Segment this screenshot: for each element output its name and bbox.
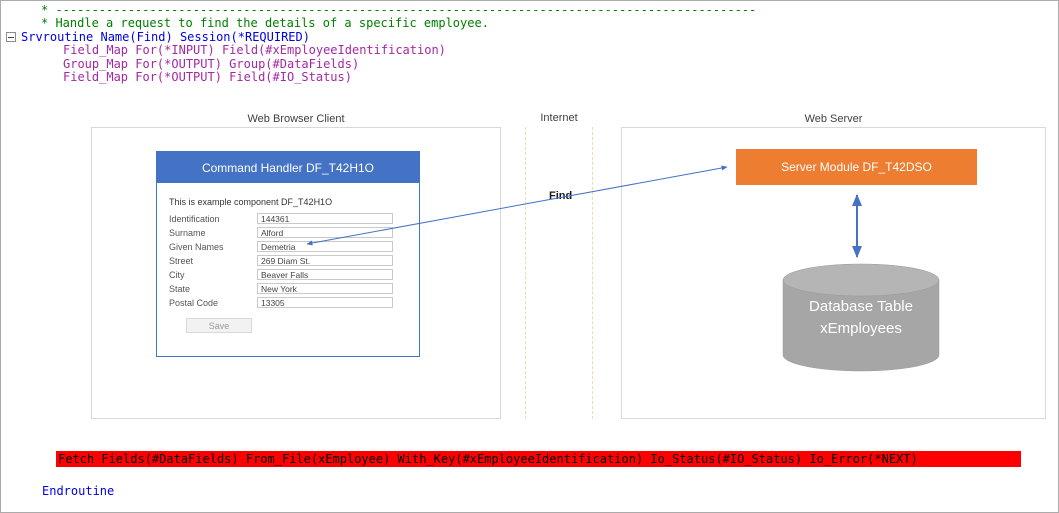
database-cylinder bbox=[782, 263, 940, 373]
form-row-postal-code: Postal Code 13305 bbox=[169, 297, 407, 308]
field-input: Alford bbox=[257, 227, 393, 238]
field-label: Given Names bbox=[169, 241, 224, 252]
code-block: * --------------------------------------… bbox=[1, 3, 1058, 84]
code-srvroutine: Srvroutine Name(Find) Session(*REQUIRED) bbox=[21, 29, 310, 44]
command-handler-header: Command Handler DF_T42H1O bbox=[157, 152, 419, 183]
command-handler-card: Command Handler DF_T42H1O This is exampl… bbox=[156, 151, 420, 357]
form-row-identification: Identification 144361 bbox=[169, 213, 407, 224]
database-label-line2: xEmployees bbox=[820, 320, 902, 337]
internet-title: Internet bbox=[536, 112, 582, 124]
field-label: Postal Code bbox=[169, 297, 219, 308]
form-row-surname: Surname Alford bbox=[169, 227, 407, 238]
find-arrow-label: Find bbox=[549, 190, 573, 202]
field-input: Demetria bbox=[257, 241, 393, 252]
code-group-map-output: Group_Map For(*OUTPUT) Group(#DataFields… bbox=[63, 56, 360, 71]
code-comment-text: * Handle a request to find the details o… bbox=[41, 16, 489, 31]
field-input: 269 Diam St. bbox=[257, 255, 393, 266]
fold-collapse-icon[interactable] bbox=[6, 32, 16, 42]
command-handler-description: This is example component DF_T42H1O bbox=[169, 197, 333, 207]
form-row-state: State New York bbox=[169, 283, 407, 294]
save-button: Save bbox=[186, 318, 252, 333]
field-input: New York bbox=[257, 283, 393, 294]
field-label: Street bbox=[169, 255, 194, 266]
web-browser-client-title: Web Browser Client bbox=[241, 113, 351, 125]
server-module-box: Server Module DF_T42DSO bbox=[736, 149, 977, 185]
code-fetch-highlighted: Fetch Fields(#DataFields) From_File(xEmp… bbox=[56, 451, 1021, 467]
field-label: State bbox=[169, 283, 191, 294]
field-input: 13305 bbox=[257, 297, 393, 308]
code-endroutine: Endroutine bbox=[42, 484, 115, 498]
web-server-title: Web Server bbox=[798, 113, 869, 125]
form-row-given-names: Given Names Demetria bbox=[169, 241, 407, 252]
field-label: City bbox=[169, 269, 185, 280]
code-field-map-input: Field_Map For(*INPUT) Field(#xEmployeeId… bbox=[63, 43, 446, 58]
internet-zone: Internet bbox=[525, 112, 593, 419]
code-comment-divider: * --------------------------------------… bbox=[41, 3, 757, 17]
field-input: Beaver Falls bbox=[257, 269, 393, 280]
form-row-city: City Beaver Falls bbox=[169, 269, 407, 280]
form-row-street: Street 269 Diam St. bbox=[169, 255, 407, 266]
field-label: Identification bbox=[169, 213, 220, 224]
field-label: Surname bbox=[169, 227, 206, 238]
database-label: Database Table xEmployees bbox=[782, 296, 940, 340]
field-input: 144361 bbox=[257, 213, 393, 224]
database-label-line1: Database Table bbox=[809, 298, 913, 315]
minus-glyph bbox=[8, 36, 14, 38]
code-field-map-output: Field_Map For(*OUTPUT) Field(#IO_Status) bbox=[63, 69, 352, 84]
